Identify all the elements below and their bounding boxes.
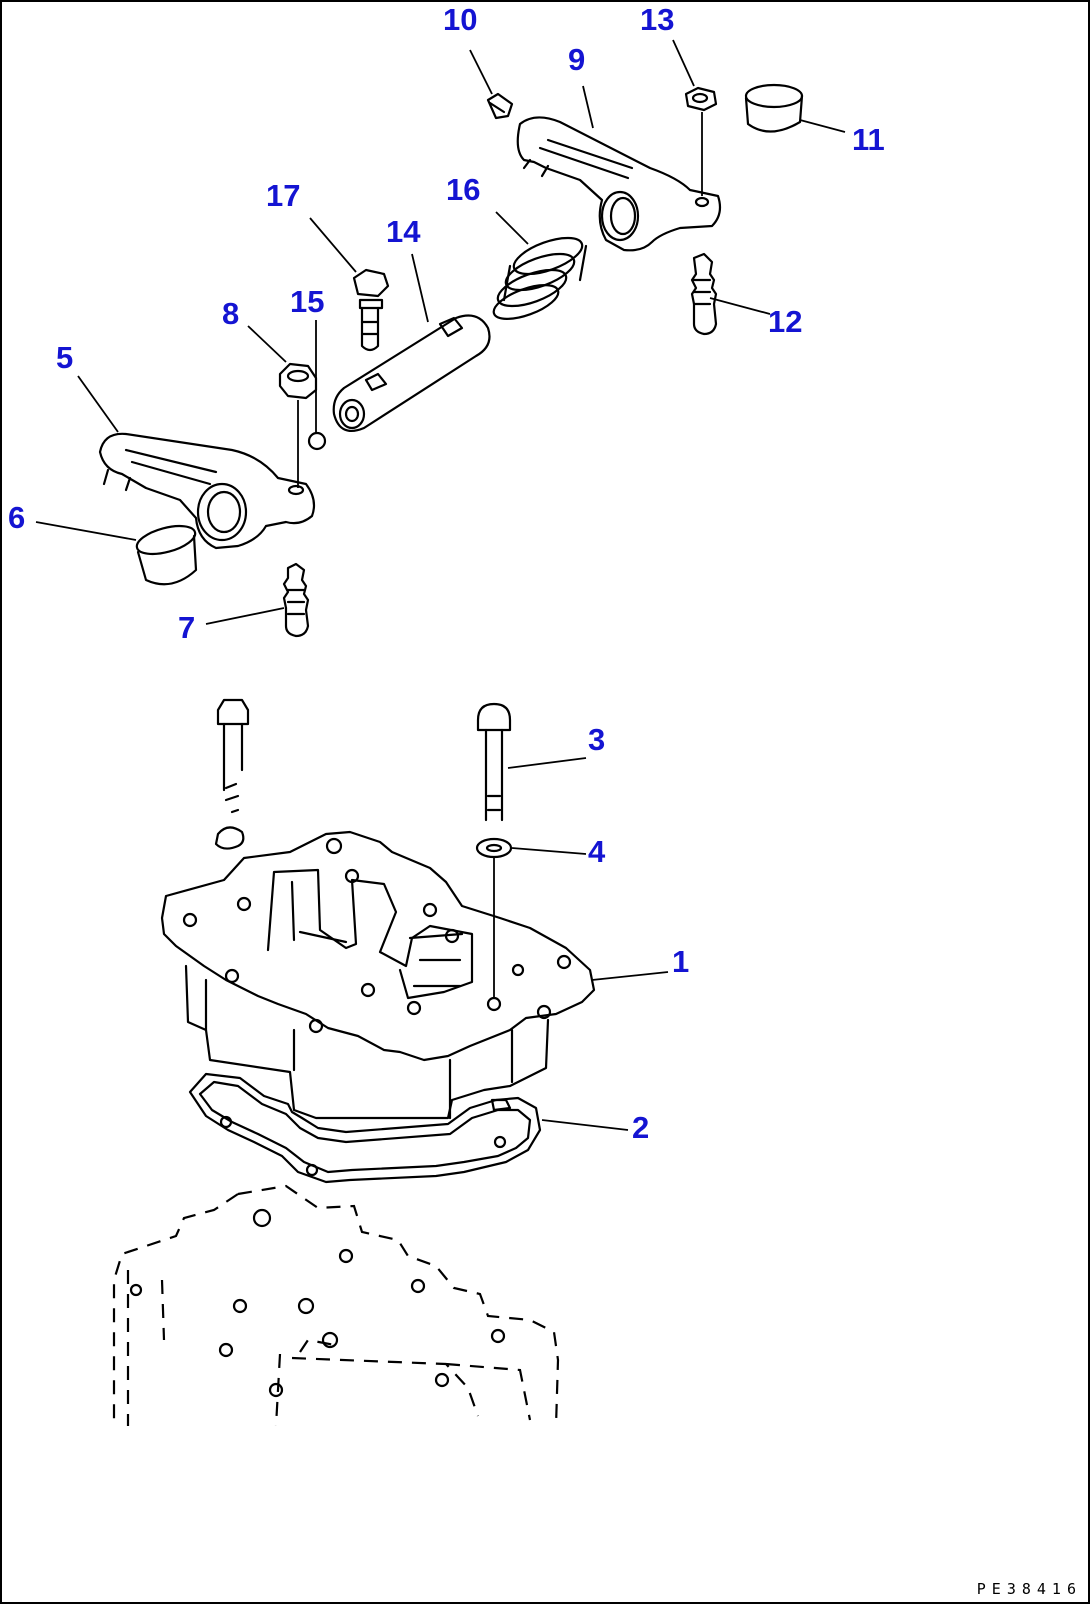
callout-14: 14 bbox=[386, 214, 421, 249]
part-7-adjusting-screw bbox=[282, 562, 310, 638]
leader-lines bbox=[35, 39, 846, 1131]
callout-3: 3 bbox=[588, 722, 606, 757]
part-2-gasket bbox=[188, 1072, 542, 1184]
part-5-rocker-arm bbox=[98, 432, 316, 550]
callout-15: 15 bbox=[290, 284, 325, 319]
part-11-bushing bbox=[744, 83, 804, 133]
callout-8: 8 bbox=[222, 296, 240, 331]
part-13-nut bbox=[684, 86, 718, 196]
part-17-bolt bbox=[352, 268, 390, 352]
part-12-adjusting-screw bbox=[690, 252, 718, 336]
part-10-plug bbox=[486, 92, 514, 120]
long-bolt-left bbox=[214, 698, 250, 850]
callout-12: 12 bbox=[768, 304, 803, 339]
callout-10: 10 bbox=[443, 2, 478, 37]
callout-11: 11 bbox=[852, 122, 885, 157]
callout-17: 17 bbox=[266, 178, 301, 213]
callout-9: 9 bbox=[568, 42, 586, 77]
callout-13: 13 bbox=[640, 2, 675, 37]
callout-7: 7 bbox=[178, 610, 196, 645]
callout-5: 5 bbox=[56, 340, 74, 375]
part-9-rocker-arm bbox=[516, 116, 722, 252]
callout-4: 4 bbox=[588, 834, 606, 869]
part-14-rocker-shaft bbox=[332, 314, 491, 432]
callout-2: 2 bbox=[632, 1110, 650, 1145]
drawing-code: PE38416 bbox=[976, 1580, 1082, 1598]
part-15-ball bbox=[307, 431, 327, 451]
callout-6: 6 bbox=[8, 500, 26, 535]
part-16-spring bbox=[492, 236, 588, 320]
part-1-housing bbox=[160, 830, 596, 1120]
callout-16: 16 bbox=[446, 172, 481, 207]
cylinder-head-reference bbox=[112, 1184, 560, 1427]
callout-1: 1 bbox=[672, 944, 690, 979]
part-6-bushing bbox=[135, 524, 198, 586]
part-4-washer bbox=[475, 837, 513, 998]
part-8-nut bbox=[278, 362, 318, 488]
part-3-bolt bbox=[476, 702, 512, 822]
